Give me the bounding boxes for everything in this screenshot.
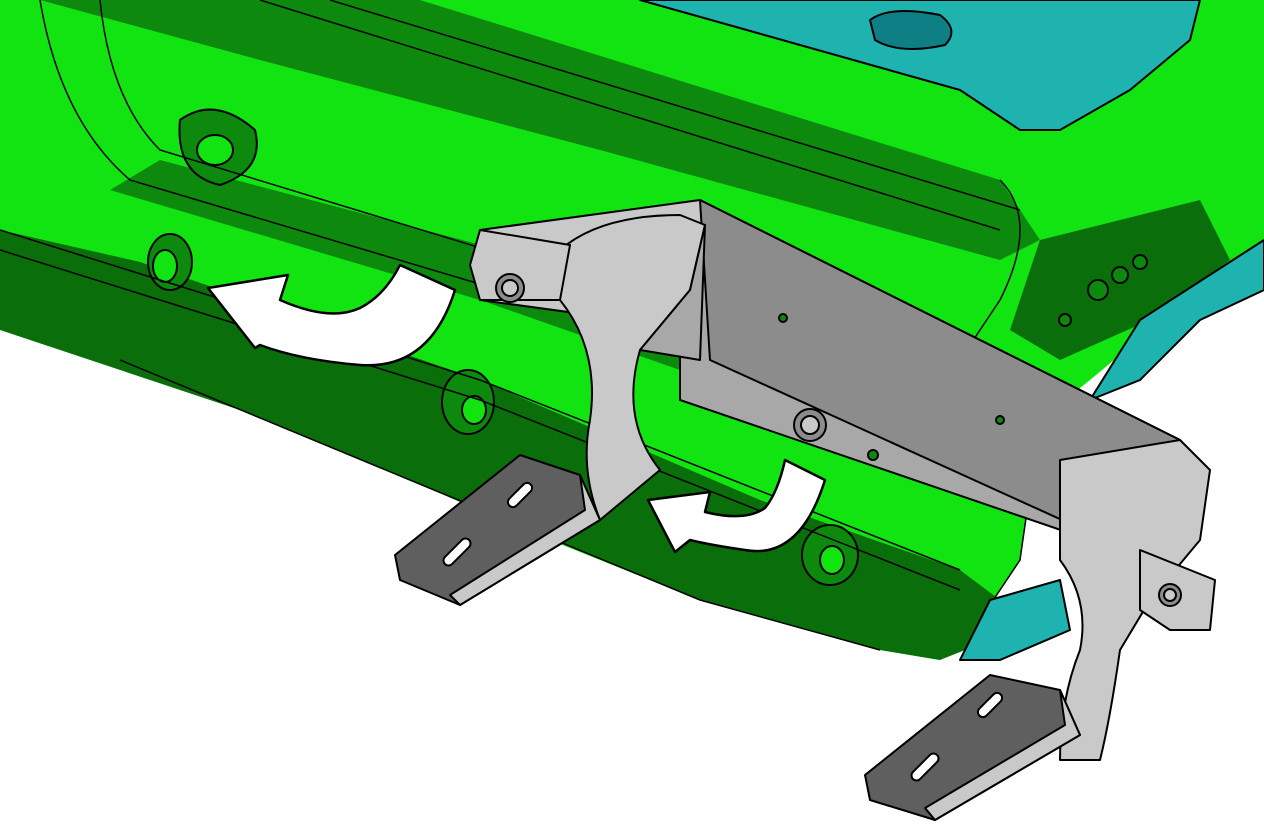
bracket-hole-1 — [778, 313, 788, 323]
body-hole-left — [147, 233, 193, 291]
right-foot-slot-upper — [976, 691, 1004, 719]
removal-arrow-upper — [206, 263, 457, 367]
body-hole-right — [801, 524, 859, 586]
left-foot-slot-lower — [442, 537, 472, 567]
inner-panel — [639, 0, 1264, 661]
bracket-left-leg-face — [639, 224, 706, 361]
bracket-left-leg — [559, 214, 706, 521]
right-foot-slot-lower — [910, 752, 940, 782]
mounting-foot-right — [864, 674, 1081, 821]
bracket-left-tab — [469, 229, 571, 303]
body-plate-holes — [1010, 200, 1230, 360]
removal-arrow-lower — [646, 458, 827, 554]
bracket-right-tab — [1139, 549, 1216, 631]
inner-panel-top — [639, 0, 1201, 131]
bracket-center-bolt — [793, 408, 827, 442]
curved-arrow-icon — [646, 458, 827, 554]
bracket-hole-2 — [867, 449, 879, 461]
mounting-foot-left — [394, 454, 601, 606]
curved-arrow-icon — [206, 263, 457, 367]
body-upper-channel — [40, 0, 1040, 260]
bracket-hole-3 — [995, 415, 1005, 425]
inner-panel-slot — [869, 10, 953, 50]
body-hole-middle — [441, 369, 495, 435]
step-bracket — [469, 199, 1216, 761]
left-foot-slot-upper — [506, 481, 534, 509]
inner-panel-lower — [959, 579, 1071, 661]
body-hole-upper — [178, 108, 258, 186]
